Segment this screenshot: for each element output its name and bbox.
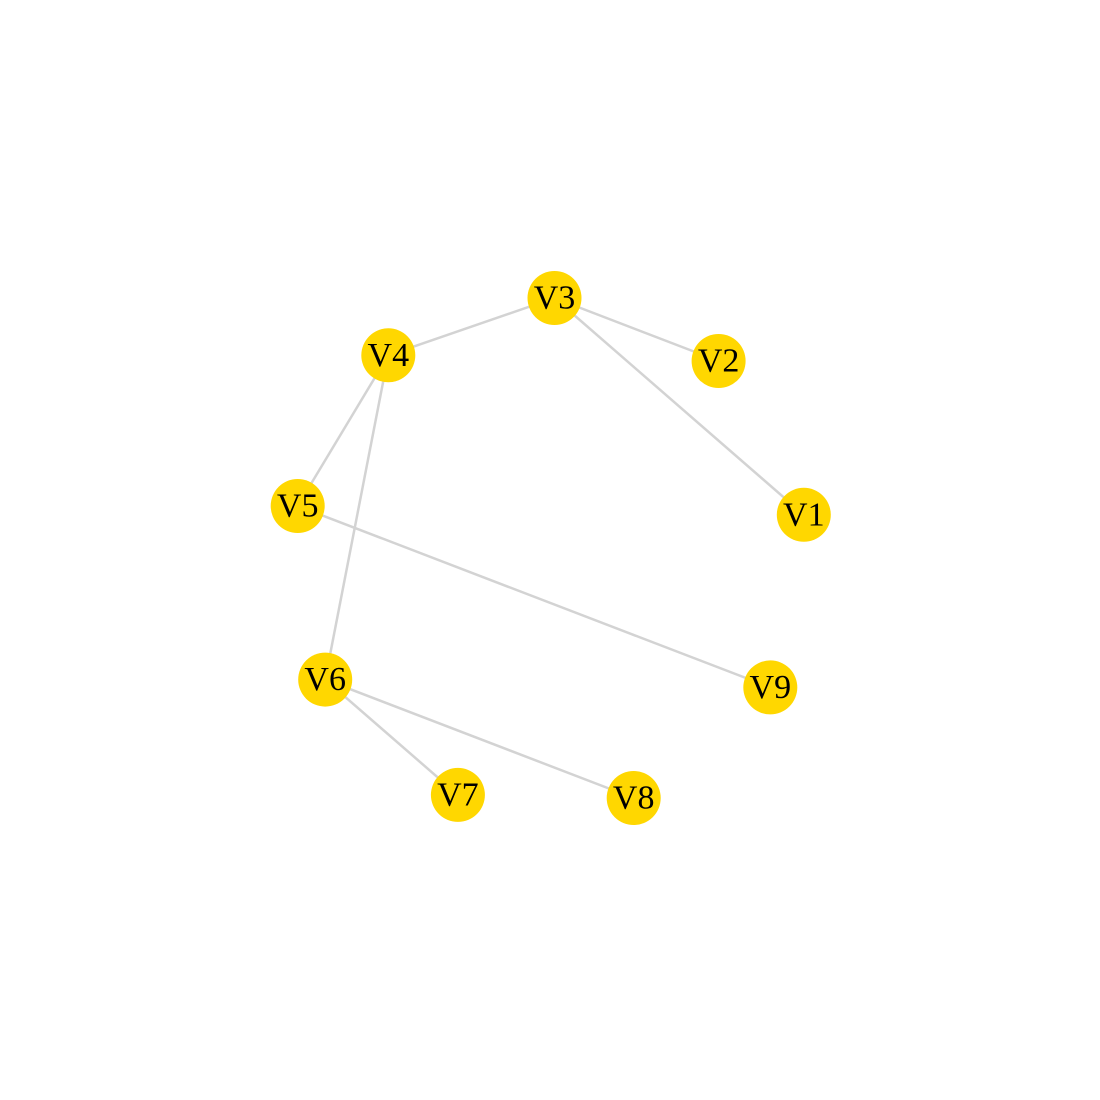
node-circle — [776, 487, 831, 542]
edges-layer — [296, 296, 805, 800]
edge-v2-v3 — [554, 296, 720, 363]
node-label: V7 — [437, 776, 479, 813]
edge-v4-v5 — [296, 354, 390, 507]
node-circle — [743, 660, 798, 715]
edge-v3-v4 — [387, 296, 555, 357]
node-circle — [606, 771, 661, 825]
node-label: V1 — [783, 496, 825, 533]
node-circle — [298, 652, 353, 707]
node-circle — [270, 479, 325, 533]
node-v5: V5 — [270, 479, 325, 533]
node-circle — [527, 271, 582, 325]
node-v1: V1 — [776, 487, 831, 542]
edge-v1-v3 — [553, 297, 805, 516]
node-v8: V8 — [606, 771, 661, 825]
node-v4: V4 — [361, 328, 416, 383]
edge-v4-v6 — [323, 355, 390, 680]
node-v9: V9 — [743, 660, 798, 715]
node-label: V2 — [698, 343, 740, 380]
node-label: V3 — [534, 280, 576, 317]
node-circle — [691, 334, 746, 388]
node-label: V9 — [750, 669, 792, 706]
node-circle — [361, 328, 416, 383]
node-label: V4 — [368, 337, 410, 374]
edge-v6-v8 — [324, 678, 635, 800]
node-v3: V3 — [527, 271, 582, 325]
node-v2: V2 — [691, 334, 746, 388]
node-v6: V6 — [298, 652, 353, 707]
node-v7: V7 — [430, 767, 485, 822]
edge-v5-v9 — [297, 504, 771, 689]
node-label: V6 — [304, 661, 346, 698]
edge-v6-v7 — [324, 678, 459, 796]
node-label: V8 — [613, 780, 655, 817]
node-circle — [430, 767, 485, 822]
node-label: V5 — [277, 488, 319, 525]
